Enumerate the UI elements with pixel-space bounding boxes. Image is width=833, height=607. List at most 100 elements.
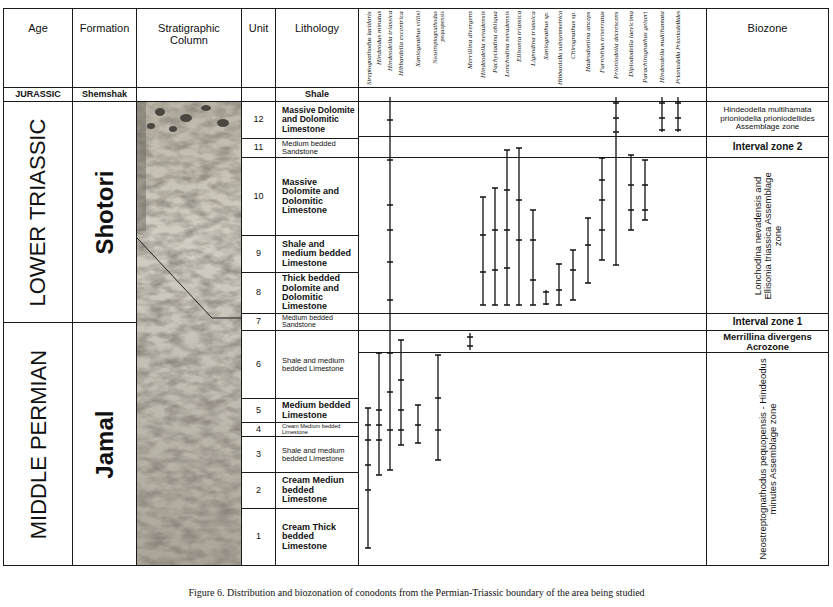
cell-text: 6 — [244, 360, 273, 369]
biozone-cell: Neostreptognathodus pequopensis - Hindeo… — [706, 352, 829, 566]
range-bar — [415, 405, 421, 443]
range-bar — [543, 290, 549, 305]
cell-text: Age — [6, 23, 70, 35]
unit-cell: 4 — [241, 422, 276, 437]
lithology-cell: Cream Mediun bedded Limestone — [275, 472, 359, 509]
species-label: Prioniodella Prioniodellides — [675, 11, 682, 84]
range-bar — [516, 148, 522, 305]
unit-cell: 9 — [241, 235, 276, 273]
unit-cell: 2 — [241, 472, 276, 509]
cell-text: Lonchodina nevadensis and Ellisonia tria… — [753, 162, 783, 309]
cell-text: LOWER TRIASSIC — [26, 118, 49, 306]
species-label: Pachycladina obliqua — [492, 11, 499, 73]
unit-cell: 11 — [241, 138, 276, 158]
header-cell: Biozone — [706, 8, 829, 88]
cell-text: JURASSIC — [6, 90, 70, 99]
cell-text: Medium bedded Sandstone — [282, 140, 356, 156]
lithology-cell: Medium bedded Limestone — [275, 398, 359, 423]
unit-cell: 8 — [241, 272, 276, 314]
cell-text: Stratigraphic Column — [139, 23, 239, 46]
lithology-cell: Shale — [275, 87, 359, 102]
cell-text: 5 — [244, 406, 273, 415]
lithology-cell: Medium bedded Sandstone — [275, 138, 359, 158]
range-bar — [659, 97, 665, 132]
range-chart — [365, 97, 681, 548]
species-label: Xaniognathus sp. — [543, 11, 550, 60]
species-label: Neostreptognathodus pequopensis — [432, 11, 445, 85]
header-cell: Stratigraphic Column — [136, 8, 242, 88]
range-bar — [467, 333, 473, 350]
species-label: Merrillina divergens — [467, 11, 474, 69]
cell-text: Thick bedded Dolomite and Dolomitic Lime… — [282, 274, 356, 312]
unit-cell: 5 — [241, 398, 276, 423]
range-bar — [387, 97, 393, 470]
cell-text: Neostreptognathodus pequopensis - Hindeo… — [758, 357, 778, 561]
rock-shadow — [136, 101, 146, 231]
lithology-cell: Cream Medium bedded Limestone — [275, 422, 359, 437]
table-frame — [3, 8, 829, 566]
outcrop-photo — [136, 101, 241, 565]
lithology-cell: Thick bedded Dolomite and Dolomitic Lime… — [275, 272, 359, 314]
unit-cell: 10 — [241, 157, 276, 236]
cell-text: Massive Dolomite and Dolomitic Limestone — [282, 106, 356, 133]
cell-text: Cream Medium bedded Limestone — [282, 424, 356, 436]
unit-cell: 7 — [241, 313, 276, 331]
formation-cell: Shotori — [72, 101, 137, 323]
rock-hole — [180, 114, 192, 122]
range-bar — [492, 188, 498, 305]
unit-cell: 3 — [241, 436, 276, 473]
species-label: Hibbardella subsymmetrica — [556, 11, 563, 85]
range-bar — [504, 150, 510, 305]
cell-text: MIDDLE PERMIAN — [27, 349, 50, 538]
cell-text: Shemshak — [75, 90, 134, 99]
cell-text: 1 — [244, 532, 273, 541]
cell-text: 2 — [244, 486, 273, 495]
cell-text: Jamal — [92, 410, 117, 478]
unit-cell: 6 — [241, 330, 276, 399]
header-cell: Age — [3, 8, 73, 88]
species-label: Hibbardella excentrica — [398, 11, 405, 76]
species-label: Lignodina triassica — [530, 11, 537, 66]
cell-text: Medium bedded Limestone — [282, 401, 356, 420]
header-cell: Unit — [241, 8, 276, 88]
range-bar — [585, 218, 591, 283]
cell-text: Cream Thick bedded Limestone — [282, 523, 356, 551]
cell-text: 9 — [244, 249, 273, 258]
cell-text: Hindeodella multihamata prioniodella pri… — [709, 106, 826, 131]
range-bar — [675, 97, 681, 132]
biozone-cell: Lonchodina nevadensis and Ellisonia tria… — [706, 157, 829, 314]
cell-text: 8 — [244, 288, 273, 297]
cell-text: 12 — [244, 115, 273, 124]
rock-texture — [136, 101, 241, 565]
rock-hole — [147, 123, 155, 129]
lithology-cell: Medium bedded Sandstone — [275, 313, 359, 331]
species-label: Parachirognathus geiseri — [642, 12, 649, 84]
cell-text: Massive Dolomite and Dolomitic Limestone — [282, 178, 356, 216]
species-label: Hadrodontina anceps — [585, 11, 592, 72]
cell-text: Shotori — [92, 170, 117, 254]
species-label: Hindeodella nevadensis — [480, 11, 487, 78]
age-cell: LOWER TRIASSIC — [3, 101, 73, 323]
cell-text: Merrillina divergens Acrozone — [709, 332, 826, 352]
range-bar — [599, 158, 605, 260]
rock-hole — [155, 108, 165, 116]
cell-text: Medium bedded Sandstone — [282, 315, 356, 330]
cell-text: 7 — [244, 317, 273, 326]
range-bar — [480, 197, 486, 305]
row-rules — [3, 88, 828, 102]
cell-text: Unit — [244, 23, 273, 35]
lithology-cell: Massive Dolomite and Dolomitic Limestone — [275, 157, 359, 236]
range-bar — [613, 97, 619, 265]
lithology-cell: Cream Thick bedded Limestone — [275, 508, 359, 566]
cell-text: Shale and medium bedded Limestone — [282, 447, 356, 463]
outer-frame — [4, 9, 829, 566]
species-label: Prioniodella decrescens — [613, 11, 620, 79]
zone-rules — [358, 137, 706, 353]
lithology-cell: Shale and medium bedded Limestone — [275, 235, 359, 273]
formation-boundary-line — [137, 238, 241, 318]
range-bar — [398, 340, 404, 445]
range-bar — [376, 353, 382, 475]
header-cell: Lithology — [275, 8, 359, 88]
species-label: Lonchodina nevadensis — [504, 11, 511, 77]
